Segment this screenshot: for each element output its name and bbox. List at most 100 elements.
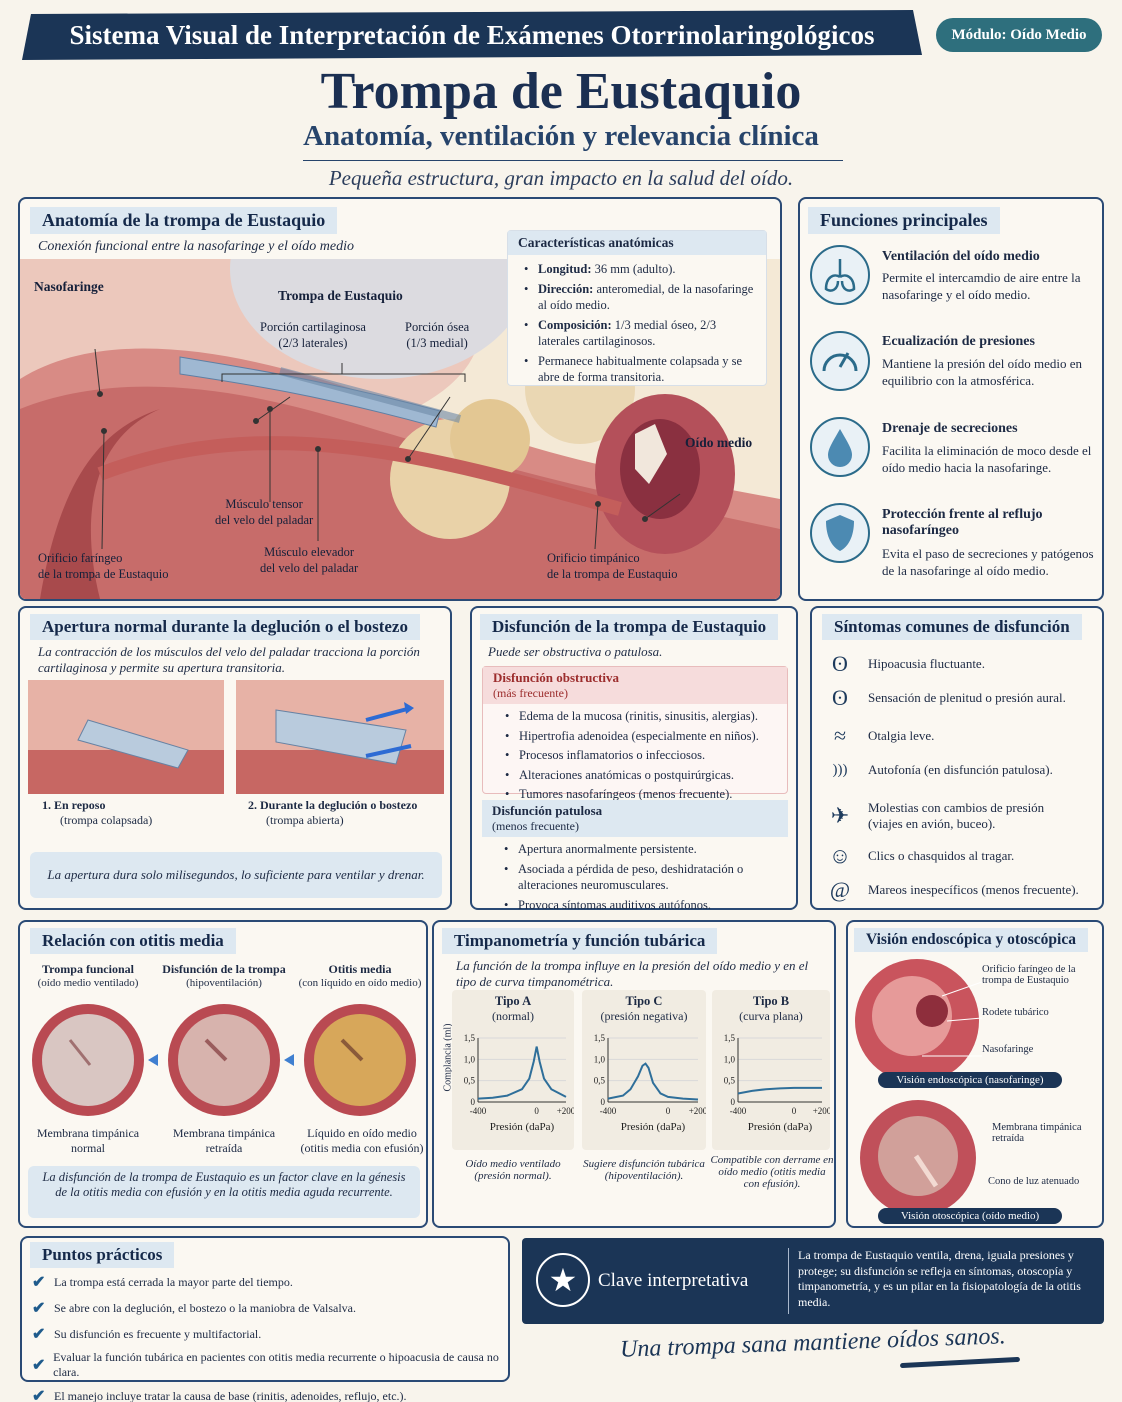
gauge-icon xyxy=(810,331,870,391)
patulous-sub: (menos frecuente) xyxy=(492,819,579,833)
list-item: ✔Evaluar la función tubárica en paciente… xyxy=(32,1350,499,1379)
spiral-icon: @ xyxy=(829,877,851,902)
list-item: Apertura anormalmente persistente. xyxy=(502,841,782,858)
oto-label-1: Cono de luz atenuado xyxy=(988,1176,1080,1187)
anatomy-title: Anatomía de la trompa de Eustaquio xyxy=(30,207,338,234)
ear-icon: ʘ xyxy=(832,685,848,710)
list-item: ✔Se abre con la deglución, el bostezo o … xyxy=(32,1300,357,1317)
dysfunction-title: Disfunción de la trompa de Eustaquio xyxy=(480,614,779,640)
symptoms-title: Síntomas comunes de disfunción xyxy=(822,614,1082,640)
tymp-caption-a: Oído medio ventilado (presión normal). xyxy=(465,1158,561,1182)
y-tick-label: 1,0 xyxy=(724,1054,736,1064)
practical-title: Puntos prácticos xyxy=(30,1242,175,1268)
features-box: Características anatómicas Longitud: 36 … xyxy=(507,230,767,386)
function-desc-3: Evita el paso de secreciones y patógenos… xyxy=(882,546,1094,579)
page-title: Trompa de Eustaquio xyxy=(320,63,802,120)
shield-icon xyxy=(810,503,870,563)
tymp-intro: La función de la trompa influye en la pr… xyxy=(456,958,809,989)
otitis-stage-1: Disfunción de la trompa(hipoventilación) xyxy=(162,962,286,989)
function-title-0: Ventilación del oído medio xyxy=(882,249,1040,264)
symptom-row: )))Autofonía (en disfunción patulosa). xyxy=(812,754,1102,786)
opening-state-0: 1. En reposo(trompa colapsada) xyxy=(42,798,153,827)
series-line xyxy=(477,1046,567,1100)
banner-text: Sistema Visual de Interpretación de Exám… xyxy=(69,19,875,50)
opening-open-illustration xyxy=(236,680,444,794)
check-icon: ✔ xyxy=(32,1300,46,1317)
symptom-row: @Mareos inespecíficos (menos frecuente). xyxy=(812,874,1102,906)
anatomy-panel: Anatomía de la trompa de Eustaquio Conex… xyxy=(18,197,782,601)
obstructive-list: Edema de la mucosa (rinitis, sinusitis, … xyxy=(483,704,787,803)
symptom-row: ☺Clics o chasquidos al tragar. xyxy=(812,840,1102,872)
slogan: Una trompa sana mantiene oídos sanos. xyxy=(619,1323,1007,1363)
obstructive-box: Disfunción obstructiva(más frecuente) Ed… xyxy=(482,666,788,802)
endo-caption: Visión endoscópica (nasofaringe) xyxy=(878,1072,1062,1088)
features-title: Características anatómicas xyxy=(508,231,766,255)
x-tick-label: -400 xyxy=(730,1106,747,1116)
feature-item: Dirección: anteromedial, de la nasofarin… xyxy=(522,281,758,314)
x-tick-label: +200 xyxy=(689,1106,706,1116)
functions-title: Funciones principales xyxy=(808,207,1000,234)
check-icon: ✔ xyxy=(32,1357,46,1374)
chart-sub-a: (normal) xyxy=(492,1009,534,1023)
otitis-title: Relación con otitis media xyxy=(30,928,236,954)
opening-title: Apertura normal durante la deglución o e… xyxy=(30,614,420,640)
check-icon: ✔ xyxy=(32,1326,46,1343)
tymp-caption-b: Compatible con derrame en oído medio (ot… xyxy=(710,1154,834,1190)
airplane-icon: ✈ xyxy=(830,803,850,828)
key-box: ★ Clave interpretativa La trompa de Eust… xyxy=(522,1238,1104,1324)
functions-panel: Funciones principales Ventilación del oí… xyxy=(798,197,1104,601)
y-tick-label: 1,5 xyxy=(594,1033,606,1043)
practical-panel: Puntos prácticos ✔La trompa está cerrada… xyxy=(20,1236,510,1402)
features-list: Longitud: 36 mm (adulto). Dirección: ant… xyxy=(508,255,766,386)
function-desc-0: Permite el intercamdio de aire entre la … xyxy=(882,270,1081,303)
endo-label-1: Rodete tubárico xyxy=(982,1007,1049,1018)
otitis-panel: Relación con otitis media Trompa funcion… xyxy=(18,920,428,1228)
x-tick-label: +200 xyxy=(557,1106,574,1116)
y-tick-label: 1,5 xyxy=(724,1033,736,1043)
dysfunction-intro: Puede ser obstructiva o patulosa. xyxy=(488,644,663,659)
chart-type-b: Tipo B xyxy=(752,994,790,1008)
opening-rest-illustration xyxy=(28,680,224,794)
chart-sub-b: (curva plana) xyxy=(739,1009,803,1023)
list-item: Edema de la mucosa (rinitis, sinusitis, … xyxy=(503,708,781,725)
chart-type-c: Tipo C xyxy=(625,994,663,1008)
y-tick-label: 0,5 xyxy=(594,1076,606,1086)
key-title: Clave interpretativa xyxy=(598,1270,749,1291)
y-tick-label: 0,5 xyxy=(724,1076,736,1086)
x-tick-label: 0 xyxy=(534,1106,539,1116)
opening-intro: La contracción de los músculos del velo … xyxy=(38,644,420,675)
star-icon: ★ xyxy=(536,1253,590,1307)
x-tick-label: 0 xyxy=(666,1106,671,1116)
opening-state-1: 2. Durante la deglución o bostezo(trompa… xyxy=(248,798,418,827)
otitis-stage-0: Trompa funcional(oído medio ventilado) xyxy=(37,962,139,989)
x-axis-label: Presión (daPa) xyxy=(621,1121,686,1133)
x-tick-label: 0 xyxy=(792,1106,797,1116)
x-tick-label: -400 xyxy=(600,1106,617,1116)
x-tick-label: +200 xyxy=(813,1106,830,1116)
tymp-caption-c: Sugiere disfunción tubárica (hipoventila… xyxy=(583,1158,705,1182)
anatomy-intro: Conexión funcional entre la nasofaringe … xyxy=(38,239,354,254)
series-line xyxy=(737,1086,822,1095)
otitis-caption-0: Membrana timpánica normal xyxy=(36,1126,140,1155)
label-trompa: Trompa de Eustaquio xyxy=(278,288,403,303)
chart-type-a: Tipo A xyxy=(494,994,532,1008)
y-tick-label: 0 xyxy=(471,1097,476,1107)
key-text: La trompa de Eustaquio ventila, drena, i… xyxy=(798,1248,1081,1309)
y-tick-label: 0 xyxy=(601,1097,606,1107)
list-item: ✔El manejo incluye tratar la causa de ba… xyxy=(32,1386,508,1402)
function-desc-1: Mantiene la presión del oído medio en eq… xyxy=(882,356,1083,389)
check-icon: ✔ xyxy=(32,1274,46,1291)
symptom-row: ✈Molestias con cambios de presión (viaje… xyxy=(812,796,1102,836)
function-desc-2: Facilita la eliminación de moco desde el… xyxy=(882,443,1092,476)
patulous-list: Apertura anormalmente persistente. Asoci… xyxy=(482,837,788,913)
list-item: Procesos inflamatorios o infecciosos. xyxy=(503,747,781,764)
dysfunction-panel: Disfunción de la trompa de Eustaquio Pue… xyxy=(470,606,798,913)
check-icon: ✔ xyxy=(32,1388,46,1402)
endoscopic-view xyxy=(855,959,982,1083)
title-divider xyxy=(303,160,843,161)
label-orificio-timpanico: Orificio timpánico de la trompa de Eusta… xyxy=(547,551,678,581)
head-icon: ☺ xyxy=(828,843,852,868)
module-badge[interactable]: Módulo: Oído Medio xyxy=(936,18,1102,52)
